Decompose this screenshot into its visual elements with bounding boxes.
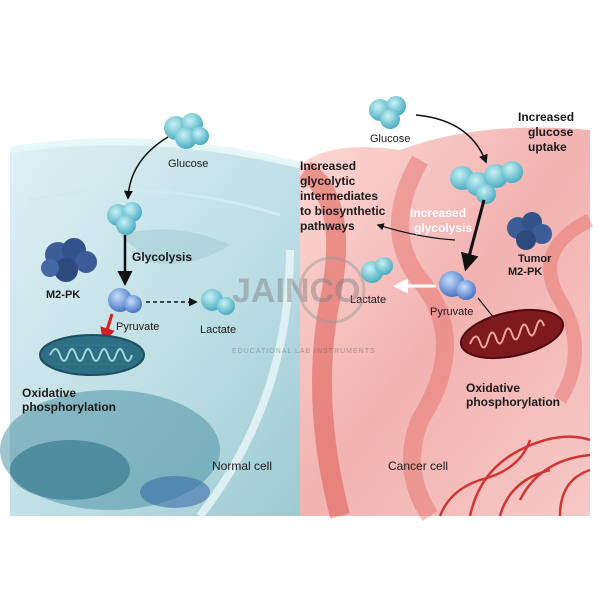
cancer-glucose-cluster <box>450 161 523 204</box>
cancer-intermediates-arrow <box>376 223 456 241</box>
cancer-uptake-arrow <box>415 114 488 164</box>
normal-pyruvate-label: Pyruvate <box>116 321 159 333</box>
cancer-mitochondrion <box>459 308 565 360</box>
normal-glucose-intracellular <box>107 202 142 235</box>
cancer-pyruvate-molecule <box>439 271 476 300</box>
cancer-oxidative-label: Oxidative phosphorylation <box>466 381 560 409</box>
cancer-lactate-label: Lactate <box>350 294 386 306</box>
normal-pyruvate-molecule <box>108 288 142 313</box>
watermark: JAINCO EDUCATIONAL LAB INSTRUMENTS <box>232 256 376 355</box>
normal-lactate-molecule <box>201 289 235 315</box>
normal-cell-caption: Normal cell <box>212 459 272 473</box>
normal-cell-panel <box>0 138 301 519</box>
normal-uptake-arrow <box>123 136 169 200</box>
blood-vessels <box>438 435 591 517</box>
cancer-lactate-molecule <box>361 257 393 283</box>
normal-m2pk-label: M2-PK <box>46 289 80 301</box>
normal-m2pk-enzyme <box>41 238 97 282</box>
cancer-glycolysis-arrow <box>460 199 486 272</box>
cancer-glucose-molecule <box>369 96 406 129</box>
cancer-pyruvate-label: Pyruvate <box>430 306 473 318</box>
cancer-m2pk-enzyme <box>507 212 552 250</box>
normal-lactate-label: Lactate <box>200 324 236 336</box>
cancer-oxidation-connector <box>477 297 495 319</box>
cancer-cell-caption: Cancer cell <box>388 459 448 473</box>
cancer-glucose-label: Glucose <box>370 133 410 145</box>
normal-glucose-label: Glucose <box>168 158 208 170</box>
cancer-uptake-label: Increased glucose uptake <box>518 110 577 154</box>
watermark-brand: JAINCO <box>232 272 360 310</box>
cancer-tumor-m2pk-label: Tumor M2-PK <box>508 253 554 278</box>
cancer-glycolysis-label: Increased glycolysis <box>410 206 472 235</box>
cancer-intermediates-label: Increased glycolytic intermediates to bi… <box>300 159 389 233</box>
normal-mitochondrion <box>39 334 145 376</box>
normal-oxidative-label: Oxidative phosphorylation <box>22 386 116 414</box>
normal-glycolysis-label: Glycolysis <box>132 250 192 264</box>
watermark-tagline: EDUCATIONAL LAB INSTRUMENTS <box>232 348 376 355</box>
normal-glucose-molecule <box>164 113 209 149</box>
